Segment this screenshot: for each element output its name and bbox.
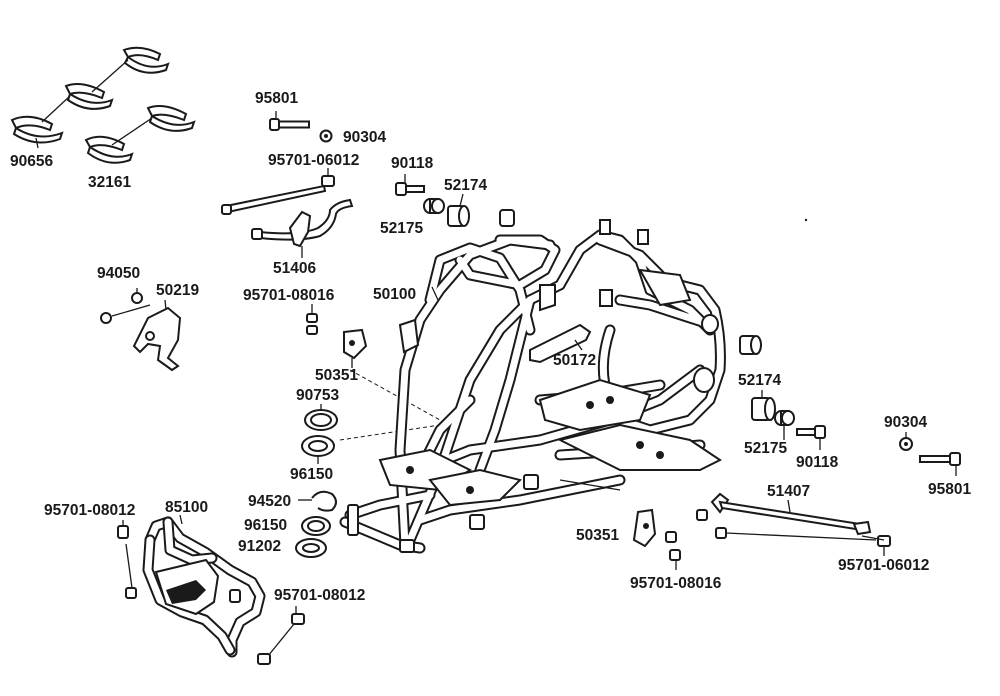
clip-ring-32161-b [84,135,134,164]
bolt-95801-top [269,111,310,131]
part-label-95701-08016-bottom: 95701-08016 [630,575,722,592]
part-label-90118-top: 90118 [391,155,434,172]
bolt-95701-08016-left [306,304,318,335]
part-label-94520: 94520 [248,493,292,510]
bolt-90118-right [796,425,826,450]
part-label-50351-right: 50351 [576,527,620,544]
leader-51407-end [861,535,885,541]
part-label-90304-top: 90304 [343,129,387,146]
bolt-95701-06012-top [321,168,335,187]
bushing-52174-right-upper [739,335,762,355]
part-label-96150-a: 96150 [290,466,334,483]
bushing-frame-top [499,209,515,227]
bushing-52174-top [447,193,470,227]
part-label-50100: 50100 [373,286,417,303]
part-label-50351-left: 50351 [315,367,359,384]
part-label-91202: 91202 [238,538,282,555]
part-label-95701-06012-top: 95701-06012 [268,152,360,169]
rod-51406 [221,184,354,258]
plate-50172 [529,323,592,364]
spacer-52175-top [423,198,445,214]
seal-96150-b [301,516,331,536]
part-label-50219: 50219 [156,282,200,299]
part-label-51406: 51406 [273,260,317,277]
circlip-94520 [298,490,337,512]
part-label-52175-right: 52175 [744,440,788,457]
main-frame-50100 [339,219,726,554]
bracket-50351-left [343,328,368,368]
part-label-32161: 32161 [88,174,132,191]
part-label-90753: 90753 [296,387,340,404]
bolt-95701-06012-right [715,527,891,556]
part-label-50172: 50172 [553,352,597,369]
bolt-95801-right [919,452,961,476]
part-label-51407: 51407 [767,483,811,500]
seal-96150-a [301,435,335,464]
bearing-leader-dashes [339,369,441,441]
bracket-50219 [132,299,182,372]
part-label-90304-right: 90304 [884,414,928,431]
part-label-95801-top: 95801 [255,90,299,107]
rod-51407 [696,492,872,536]
part-label-95701-08012-left: 95701-08012 [44,502,136,519]
part-label-52174-top: 52174 [444,177,488,194]
bushing-52174-right [751,390,776,421]
part-label-90656: 90656 [10,153,54,170]
bolt-90118-top [395,174,425,196]
part-label-94050: 94050 [97,265,141,282]
spacer-52175-right [774,410,795,440]
bolt-95701-08012-left [117,520,137,599]
clip-ring-leader-lines [35,59,153,149]
part-label-52175-top: 52175 [380,220,424,237]
bracket-50351-right [559,479,657,548]
part-label-90118-right: 90118 [796,454,839,471]
bearing-91202 [295,538,327,558]
bolt-95701-08012-bottom [257,606,305,665]
part-label-95701-06012-right: 95701-06012 [838,557,930,574]
bolt-95701-08016-bottom [665,531,681,570]
part-label-85100: 85100 [165,499,209,516]
part-label-95701-08012-bottom: 95701-08012 [274,587,366,604]
bolt-94050 [100,288,151,324]
nut-90304-top [319,129,333,143]
clip-ring-90656-a [10,115,64,144]
bearing-90753 [304,404,338,431]
clip-ring-32161-c [146,105,196,132]
clip-ring-32161-a [122,46,170,74]
part-label-95801-right: 95801 [928,481,972,498]
part-label-95701-08016-left: 95701-08016 [243,287,335,304]
nut-90304-right [899,432,913,451]
part-label-96150-b: 96150 [244,517,288,534]
dot-mark [804,218,808,222]
bumper-85100 [142,514,266,658]
clip-ring-90656-b [64,83,114,110]
part-label-52174-right: 52174 [738,372,782,389]
